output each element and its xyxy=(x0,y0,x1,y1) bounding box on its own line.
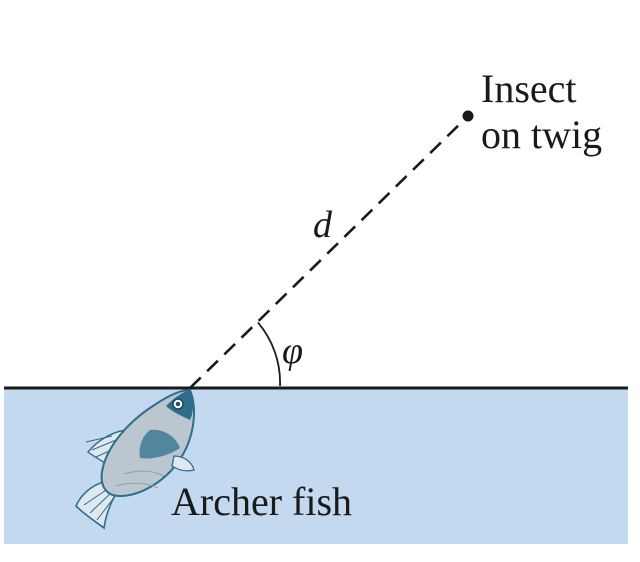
insect-label-line1: Insect xyxy=(481,66,577,111)
insect-point xyxy=(462,110,474,122)
angle-label: φ xyxy=(282,330,303,372)
insect-label-line2: on twig xyxy=(481,112,602,157)
fish-label: Archer fish xyxy=(171,479,352,524)
angle-arc xyxy=(257,321,281,387)
archer-fish-icon xyxy=(75,388,195,530)
distance-label: d xyxy=(313,204,333,246)
distance-line xyxy=(189,117,467,389)
